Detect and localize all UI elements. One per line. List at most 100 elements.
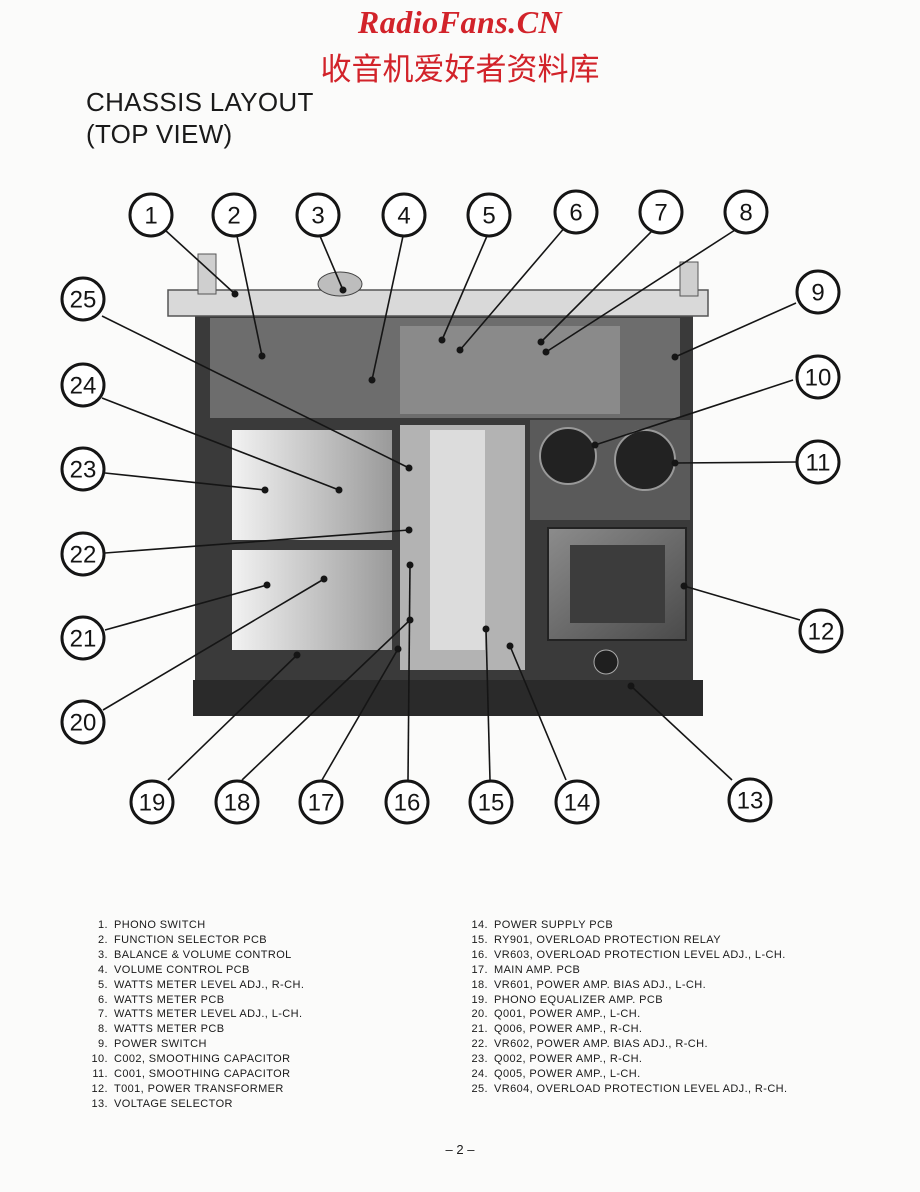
legend-item: 19.PHONO EQUALIZER AMP. PCB bbox=[460, 993, 788, 1008]
legend-number: 6. bbox=[98, 993, 108, 1006]
legend-item: 18.VR601, POWER AMP. BIAS ADJ., L-CH. bbox=[460, 978, 788, 993]
legend-number: 4. bbox=[98, 963, 108, 976]
left-heatsink-upper bbox=[232, 430, 392, 540]
legend-item: 24. Q005, POWER AMP., L-CH. bbox=[460, 1067, 788, 1082]
callout-23: 23 bbox=[60, 446, 106, 492]
legend-item: 2.FUNCTION SELECTOR PCB bbox=[80, 933, 304, 948]
legend-number: 16. bbox=[471, 948, 488, 961]
legend-number: 1. bbox=[98, 919, 108, 931]
callout-1-number: 1 bbox=[144, 203, 157, 230]
legend-item: 11. C001, SMOOTHING CAPACITOR bbox=[80, 1067, 304, 1082]
voltage-selector-knob bbox=[593, 649, 619, 675]
callout-12-number: 12 bbox=[808, 619, 835, 646]
legend-item: 9. POWER SWITCH bbox=[80, 1037, 304, 1052]
legend-number: 21. bbox=[471, 1023, 488, 1036]
legend-number: 7. bbox=[98, 1008, 108, 1021]
callout-3-number: 3 bbox=[311, 203, 324, 230]
callout-19: 19 bbox=[129, 779, 175, 825]
callout-16: 16 bbox=[384, 779, 430, 825]
callout-14: 14 bbox=[554, 779, 600, 825]
callout-8-number: 8 bbox=[739, 200, 752, 227]
capacitor-c002 bbox=[539, 427, 597, 485]
callout-25-number: 25 bbox=[70, 287, 97, 314]
callout-18: 18 bbox=[214, 779, 260, 825]
legend-text: POWER SUPPLY PCB bbox=[494, 919, 614, 931]
legend-item: 22.VR602, POWER AMP. BIAS ADJ., R-CH. bbox=[460, 1037, 788, 1052]
page-title-line2: (TOP VIEW) bbox=[86, 119, 233, 149]
legend-number: 17. bbox=[471, 963, 488, 976]
legend-text: VR604, OVERLOAD PROTECTION LEVEL ADJ., R… bbox=[494, 1082, 788, 1095]
legend-item: 3. BALANCE & VOLUME CONTROL bbox=[80, 948, 304, 963]
callout-7: 7 bbox=[638, 189, 684, 235]
legend-number: 12. bbox=[91, 1082, 108, 1095]
anchor-dots bbox=[231, 286, 688, 690]
legend-item: 6.WATTS METER PCB bbox=[80, 993, 304, 1008]
callout-8: 8 bbox=[723, 189, 769, 235]
callout-7-number: 7 bbox=[654, 200, 667, 227]
legend-text: WATTS METER PCB bbox=[114, 1023, 225, 1036]
callout-21-number: 21 bbox=[70, 626, 97, 653]
callout-17: 17 bbox=[298, 779, 344, 825]
callout-13-number: 13 bbox=[737, 788, 764, 815]
front-panel bbox=[167, 289, 709, 317]
legend-text: Q002, POWER AMP., R-CH. bbox=[494, 1053, 643, 1066]
legend-item: 16. VR603, OVERLOAD PROTECTION LEVEL ADJ.… bbox=[460, 948, 788, 963]
legend-text: VR603, OVERLOAD PROTECTION LEVEL ADJ., L… bbox=[494, 948, 786, 961]
legend-text: POWER SWITCH bbox=[114, 1038, 207, 1051]
callout-20-number: 20 bbox=[70, 710, 97, 737]
legend-text: VOLTAGE SELECTOR bbox=[114, 1097, 233, 1110]
legend-text: BALANCE & VOLUME CONTROL bbox=[114, 948, 292, 961]
watts-meter-board bbox=[400, 326, 620, 414]
legend-item: 21.Q006, POWER AMP., R-CH. bbox=[460, 1022, 788, 1037]
legend-text: PHONO SWITCH bbox=[114, 919, 206, 931]
callout-22: 22 bbox=[60, 531, 106, 577]
callout-9: 9 bbox=[795, 269, 841, 315]
legend-text: T001, POWER TRANSFORMER bbox=[114, 1082, 284, 1095]
callout-13: 13 bbox=[727, 777, 773, 823]
callout-10-number: 10 bbox=[805, 365, 832, 392]
callout-4-number: 4 bbox=[397, 203, 410, 230]
callout-14-number: 14 bbox=[564, 790, 591, 817]
legend-text: RY901, OVERLOAD PROTECTION RELAY bbox=[494, 933, 721, 946]
callout-5: 5 bbox=[466, 192, 512, 238]
left-heatsink-lower bbox=[232, 550, 392, 650]
page-title-line1: CHASSIS LAYOUT bbox=[86, 87, 314, 117]
callout-10: 10 bbox=[795, 354, 841, 400]
legend-item: 15. RY901, OVERLOAD PROTECTION RELAY bbox=[460, 933, 788, 948]
legend-text: WATTS METER LEVEL ADJ., R-CH. bbox=[114, 978, 305, 991]
legend-number: 25. bbox=[471, 1082, 488, 1095]
legend-number: 3. bbox=[98, 948, 108, 961]
legend-number: 9. bbox=[98, 1038, 108, 1051]
callout-6-number: 6 bbox=[569, 200, 582, 227]
legend-number: 22. bbox=[471, 1038, 488, 1051]
page-number: – 2 – bbox=[445, 1142, 475, 1157]
page-title: CHASSIS LAYOUT (TOP VIEW) bbox=[86, 86, 314, 150]
callout-16-number: 16 bbox=[394, 790, 421, 817]
legend-text: C001, SMOOTHING CAPACITOR bbox=[114, 1068, 291, 1081]
legend-number: 24. bbox=[471, 1068, 488, 1081]
legend-number: 8. bbox=[98, 1023, 108, 1036]
callout-17-number: 17 bbox=[308, 790, 335, 817]
callout-19-number: 19 bbox=[139, 790, 166, 817]
legend-left-column: 1. PHONO SWITCH 2.FUNCTION SELECTOR PCB 3… bbox=[80, 918, 304, 1112]
callout-6: 6 bbox=[553, 189, 599, 235]
legend-item: 7. WATTS METER LEVEL ADJ., L-CH. bbox=[80, 1007, 304, 1022]
leader-lines bbox=[101, 225, 801, 781]
callout-1: 1 bbox=[128, 192, 174, 238]
transformer-core bbox=[570, 545, 665, 623]
legend-number: 2. bbox=[98, 933, 108, 946]
legend-text: WATTS METER LEVEL ADJ., L-CH. bbox=[114, 1008, 303, 1021]
callout-2: 2 bbox=[211, 192, 257, 238]
legend-number: 15. bbox=[471, 933, 488, 946]
legend-number: 11. bbox=[92, 1068, 108, 1081]
legend-right-column: 14.POWER SUPPLY PCB 15.RY901, OVERLOAD P… bbox=[460, 918, 788, 1097]
right-handle bbox=[679, 261, 699, 297]
callout-9-number: 9 bbox=[811, 280, 824, 307]
callout-5-number: 5 bbox=[482, 203, 495, 230]
legend-item: 17.MAIN AMP. PCB bbox=[460, 963, 788, 978]
legend-text: Q005, POWER AMP., L-CH. bbox=[494, 1068, 641, 1081]
callout-15: 15 bbox=[468, 779, 514, 825]
watermark-title: RadioFans.CN bbox=[357, 4, 563, 40]
legend-item: 4. VOLUME CONTROL PCB bbox=[80, 963, 304, 978]
legend-text: VOLUME CONTROL PCB bbox=[114, 963, 250, 976]
